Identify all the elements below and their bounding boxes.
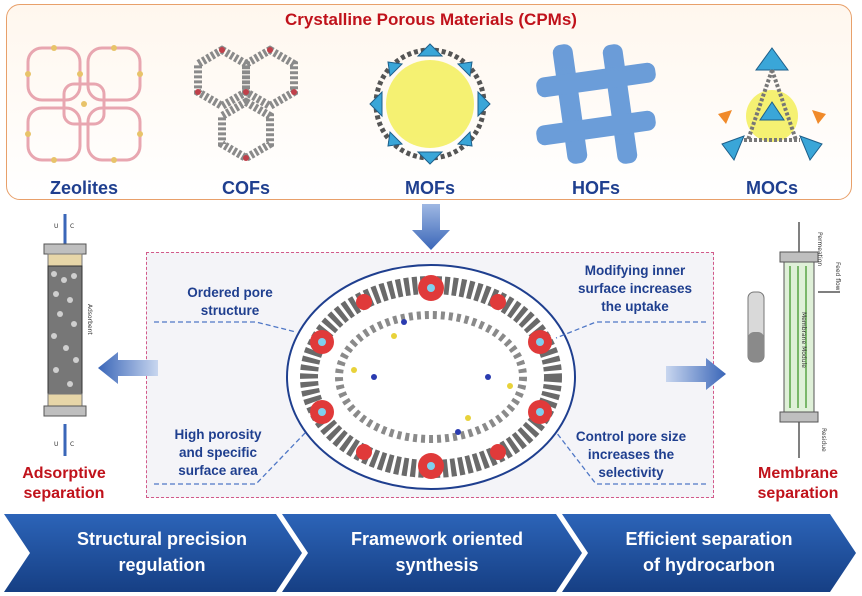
hof-structure-image: [536, 44, 656, 164]
banner-text-1: Structural precision regulation: [76, 529, 248, 575]
mof-structure-image: [369, 43, 491, 165]
banner-chevron-1: [4, 514, 302, 592]
adsorbent-label: Adsorbent: [86, 304, 93, 335]
banner-chevron-3: [562, 514, 856, 592]
cofs-label: COFs: [221, 178, 270, 198]
zeolites-label: Zeolites: [49, 178, 119, 198]
right-arrow-icon: [666, 358, 726, 390]
banner-chevron-2: [282, 514, 582, 592]
moc-structure-image: [718, 47, 826, 161]
panel-title: Crystalline Porous Materials (CPMs): [285, 10, 577, 29]
cof-structure-image: [194, 45, 298, 163]
mofs-label: MOFs: [404, 178, 455, 198]
column-bottom-label-u: U: [54, 441, 58, 448]
hofs-label: HOFs: [571, 178, 620, 198]
process-banner: [4, 514, 856, 592]
permeation-label: Permeation: [816, 232, 823, 266]
banner-text-3: Efficient separation of hydrocarbon: [625, 529, 793, 575]
adsorption-column-image: U C U C Adsorbent: [43, 214, 93, 456]
feed-flow-label: Feed flow: [834, 262, 841, 291]
callout-control-pore-size: Control pore size increases the selectiv…: [575, 429, 687, 480]
down-arrow-icon: [412, 204, 450, 250]
callout-high-porosity: High porosity and specific surface area: [174, 427, 262, 478]
adsorptive-separation-label: Adsorptive separation: [22, 465, 106, 502]
left-arrow-icon: [98, 352, 158, 384]
mocs-label: MOCs: [745, 178, 798, 198]
callout-modifying-surface: Modifying inner surface increases the up…: [577, 263, 693, 314]
column-top-label-u: U: [54, 223, 58, 230]
column-top-label-c: C: [70, 223, 74, 230]
zeolite-structure-image: [25, 45, 143, 163]
membrane-module-image: Permeation Feed flow Residue Membrane Mo…: [747, 222, 841, 458]
banner-text-2: Framework oriented synthesis: [350, 529, 524, 575]
column-bottom-label-c: C: [70, 441, 74, 448]
residue-label: Residue: [820, 428, 827, 452]
callout-leaders: [154, 321, 706, 485]
membrane-separation-label: Membrane separation: [757, 465, 839, 502]
mof-pore-image: [286, 264, 576, 490]
membrane-module-text: Membrane Module: [800, 312, 807, 368]
callout-ordered-pore: Ordered pore structure: [187, 285, 273, 318]
